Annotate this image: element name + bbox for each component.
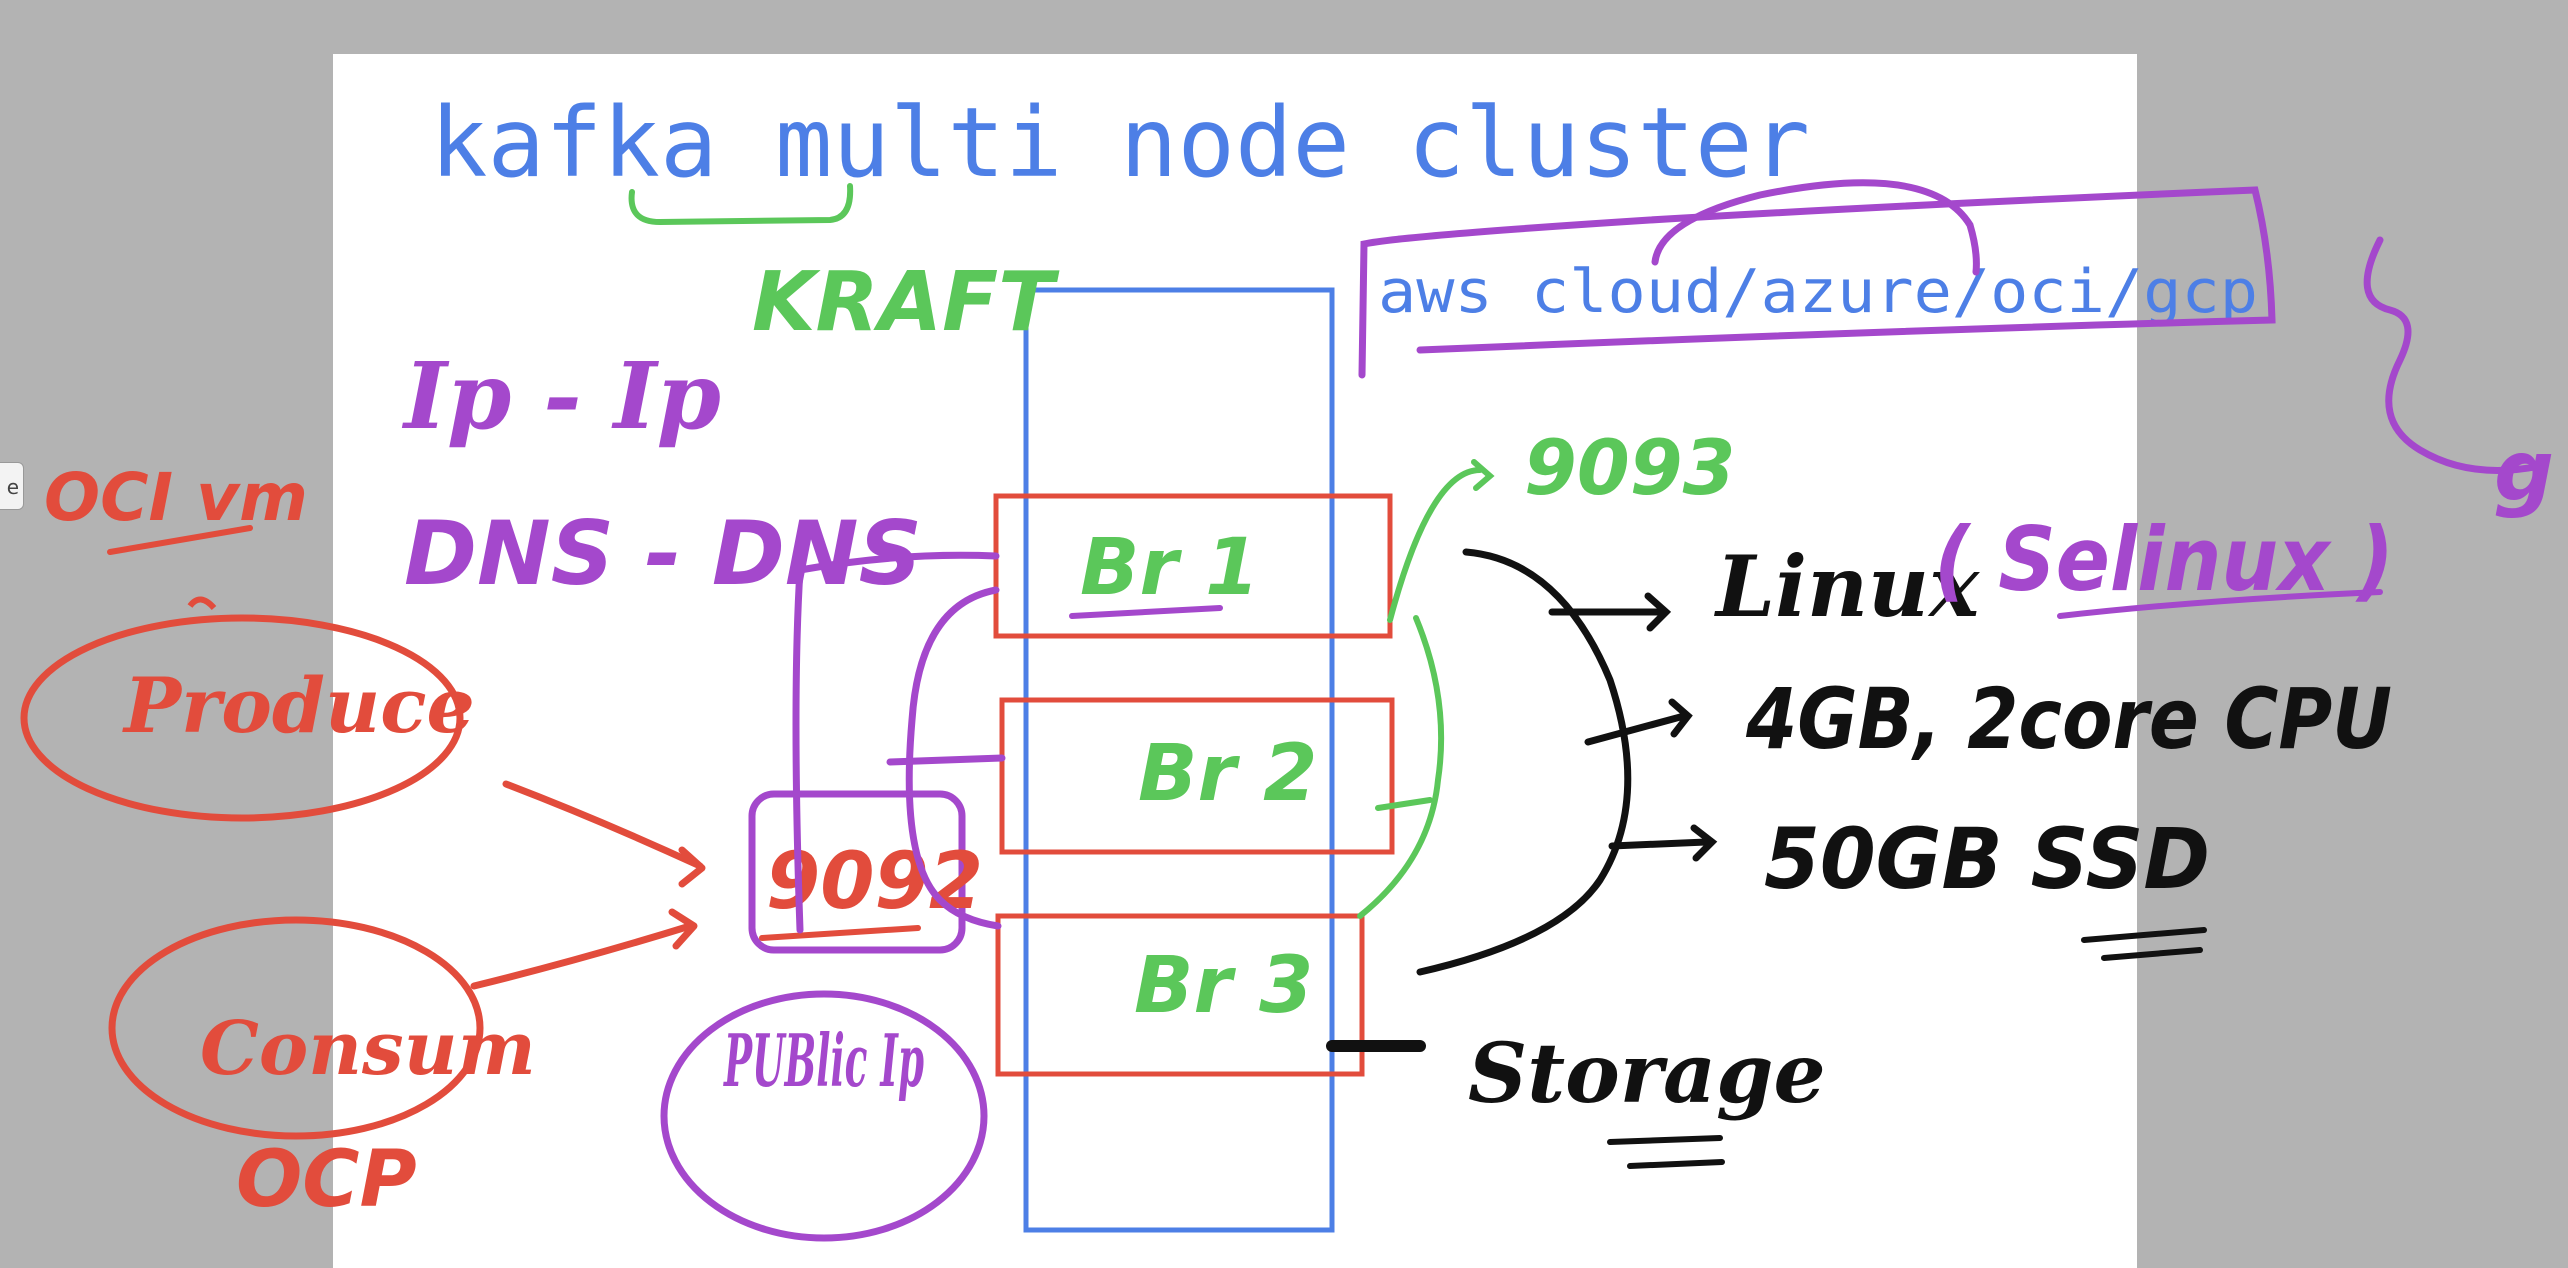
producer-arrow bbox=[502, 780, 704, 870]
producer-circle[interactable] bbox=[20, 614, 464, 822]
ssd-underline bbox=[2081, 927, 2207, 961]
broker-3-label: Br 3 bbox=[1134, 941, 1313, 1031]
ip-ip-label: Ip - Ip bbox=[401, 342, 721, 450]
linux-arrow bbox=[1548, 592, 1672, 632]
public-ip-circle[interactable] bbox=[660, 990, 988, 1242]
broker-1-underline bbox=[1069, 605, 1223, 619]
oci-vm-underline bbox=[107, 525, 253, 555]
diagram-title: kafka multi node cluster bbox=[430, 87, 1810, 199]
broker-2-connector bbox=[886, 754, 1006, 766]
dns-to-broker-stroke bbox=[792, 551, 1000, 934]
port-9092-box[interactable] bbox=[748, 790, 966, 954]
producer-tick bbox=[187, 596, 217, 611]
edge-arc-stroke bbox=[2363, 236, 2544, 474]
ocp-label: OCP bbox=[236, 1135, 417, 1225]
dns-dns-label: DNS - DNS bbox=[404, 502, 922, 605]
port-9093-arrow bbox=[1387, 459, 1495, 623]
side-panel-handle[interactable]: e bbox=[0, 462, 24, 510]
port-9093-label: 9093 bbox=[1524, 423, 1736, 512]
cloud-providers-label: aws cloud/azure/oci/gcp bbox=[1378, 257, 2258, 327]
kraft-underline-stroke bbox=[628, 183, 854, 226]
producer-arrow-head bbox=[678, 846, 706, 888]
consumer-arrow-head bbox=[668, 908, 698, 950]
whiteboard-page bbox=[333, 54, 2137, 1268]
cloud-loop-stroke bbox=[1651, 179, 1980, 276]
kraft-label: KRAFT bbox=[752, 255, 1060, 350]
green-bracket-stroke bbox=[1357, 615, 1445, 919]
consumer-label: Consum bbox=[200, 1006, 536, 1092]
broker-2-box[interactable] bbox=[999, 697, 1395, 855]
os-linux-label: Linux bbox=[1714, 537, 1980, 636]
storage-underline bbox=[1607, 1135, 1725, 1169]
consumer-circle[interactable] bbox=[108, 916, 484, 1140]
oci-vm-label: OCI vm bbox=[44, 459, 308, 536]
broker-loop-stroke bbox=[905, 586, 1002, 930]
broker-1-label: Br 1 bbox=[1080, 523, 1259, 613]
broker-2-green-tick bbox=[1375, 797, 1433, 811]
broker-3-box[interactable] bbox=[995, 913, 1365, 1077]
producer-label: Produce bbox=[122, 661, 475, 750]
cloud-bracket-stroke bbox=[1358, 186, 2276, 379]
selinux-underline bbox=[2057, 589, 2383, 619]
port-9092-underline bbox=[759, 925, 921, 941]
broker-1-box[interactable] bbox=[993, 493, 1393, 639]
cpu-arrow bbox=[1584, 698, 1693, 746]
public-ip-label: PUBlic Ip bbox=[723, 1018, 924, 1103]
disk-arrow bbox=[1608, 824, 1718, 862]
spec-ram-cpu-label: 4GB, 2core CPU bbox=[1745, 670, 2392, 768]
broker-2-label: Br 2 bbox=[1138, 729, 1317, 819]
consumer-arrow bbox=[470, 922, 694, 990]
spec-disk-label: 50GB SSD bbox=[1764, 810, 2210, 908]
spec-bracket-stroke bbox=[1416, 548, 1632, 976]
cluster-box bbox=[1023, 287, 1335, 1233]
storage-label: Storage bbox=[1468, 1026, 1826, 1122]
edge-mark-label: g bbox=[2494, 422, 2554, 520]
